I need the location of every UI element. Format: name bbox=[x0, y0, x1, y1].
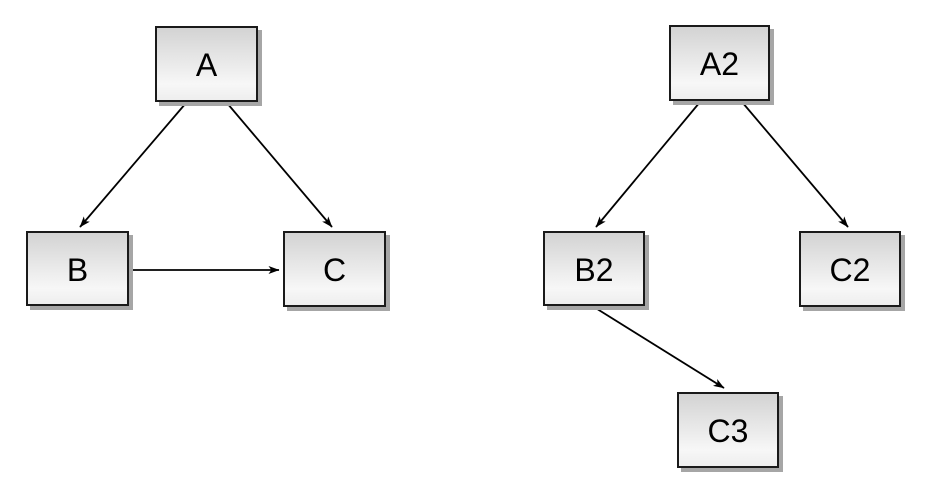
node-label-B2: B2 bbox=[574, 251, 614, 288]
node-label-C: C bbox=[322, 252, 347, 288]
node-C3[interactable]: C3 bbox=[677, 392, 779, 468]
node-label-C3: C3 bbox=[707, 413, 749, 449]
node-label-A2: A2 bbox=[699, 46, 740, 82]
node-label-A: A bbox=[195, 47, 218, 83]
node-B[interactable]: B bbox=[26, 231, 129, 306]
edge-A-B bbox=[79, 102, 187, 228]
node-A2[interactable]: A2 bbox=[669, 25, 770, 101]
node-C2[interactable]: C2 bbox=[799, 231, 901, 307]
node-C[interactable]: C bbox=[283, 231, 386, 307]
edge-A-C bbox=[226, 102, 333, 228]
node-B2[interactable]: B2 bbox=[543, 231, 645, 306]
edge-B2-C3 bbox=[593, 306, 725, 389]
edge-A2-C2 bbox=[741, 101, 849, 228]
edge-A2-B2 bbox=[595, 101, 701, 228]
node-label-C2: C2 bbox=[829, 252, 871, 288]
node-label-B: B bbox=[66, 251, 89, 288]
node-A[interactable]: A bbox=[155, 26, 258, 102]
